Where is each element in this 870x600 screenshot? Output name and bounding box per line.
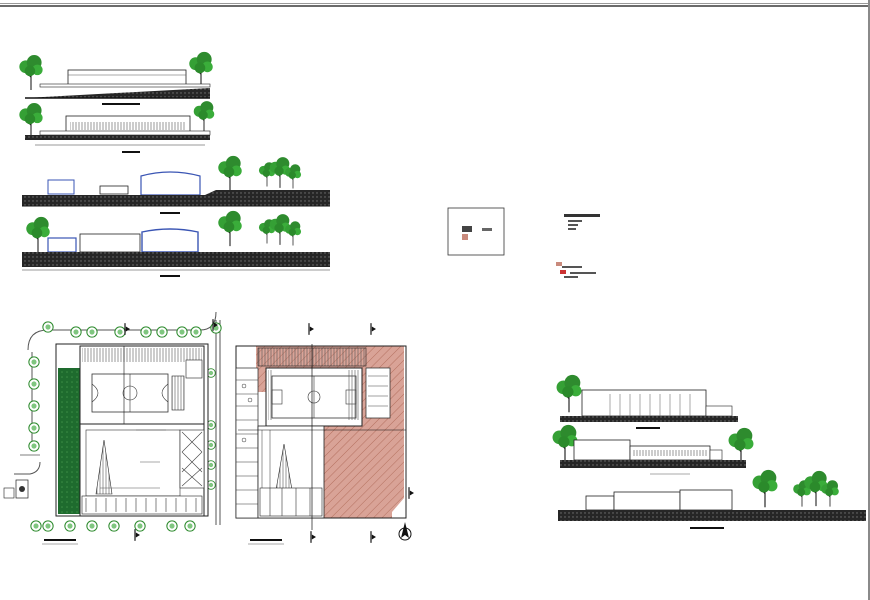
- section-1: [22, 155, 330, 214]
- elevation-3: [555, 374, 738, 429]
- detail-box: [447, 207, 505, 256]
- section-2: [22, 210, 330, 277]
- elevation-1: [18, 51, 214, 105]
- tree-icon: [727, 427, 755, 466]
- site-plan: [3, 311, 222, 545]
- legend-block: [556, 214, 600, 278]
- elevation-4: [551, 424, 755, 475]
- tree-icon: [18, 54, 44, 90]
- sheet-top-border: [0, 0, 870, 7]
- tree-icon: [25, 216, 51, 253]
- tree-icon: [217, 155, 243, 192]
- elevation-2: [18, 100, 215, 153]
- elevation-5: [558, 469, 866, 529]
- tree-icon: [555, 374, 583, 413]
- north-arrow-icon: [398, 522, 412, 541]
- tree-icon: [188, 51, 214, 88]
- floor-plan: [235, 322, 414, 545]
- tree-icon: [751, 469, 779, 508]
- tree-icon: [217, 210, 243, 247]
- tree-icon: [18, 102, 44, 138]
- tree-icon: [193, 100, 215, 133]
- sheet-right-border: [868, 0, 870, 600]
